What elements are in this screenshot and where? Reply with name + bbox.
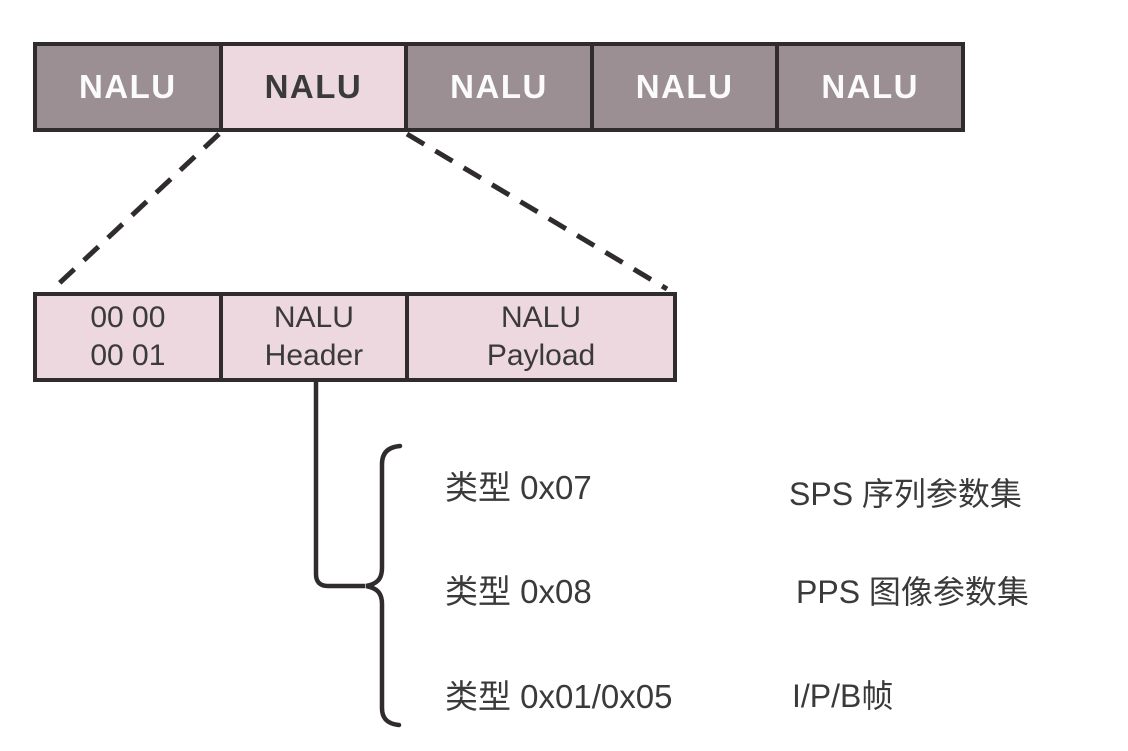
nalu-type-0x08-description: PPS 图像参数集 — [796, 574, 1029, 610]
header-connector-line — [313, 382, 365, 589]
nalu-type-0x08-label: 类型 0x08 — [445, 573, 592, 610]
start-code-line2: 00 01 — [90, 339, 166, 372]
dashed-expansion-line-right — [405, 131, 669, 292]
nalu-header-cell: NALU Header — [223, 296, 410, 378]
nalu-box-3: NALU — [408, 46, 594, 128]
nalu-box-2-highlighted: NALU — [222, 46, 409, 128]
nalu-box-1: NALU — [37, 46, 223, 128]
start-code-cell: 00 00 00 01 — [37, 296, 223, 378]
nalu-type-0x01-0x05-description: I/P/B帧 — [792, 678, 894, 714]
nalu-payload-cell: NALU Payload — [409, 296, 673, 378]
nalu-payload-line2: Payload — [486, 339, 596, 372]
nalu-header-line2: Header — [264, 339, 364, 372]
nalu-payload-line1: NALU — [501, 301, 582, 334]
nalu-detail-row: 00 00 00 01 NALU Header NALU Payload — [33, 292, 677, 382]
nalu-box-4: NALU — [593, 46, 780, 128]
nalu-stream-row: NALU NALU NALU NALU NALU — [33, 42, 965, 132]
dashed-expansion-line-left — [49, 132, 221, 293]
curly-brace — [365, 443, 403, 728]
nalu-box-5: NALU — [779, 46, 961, 128]
nalu-type-0x07-label: 类型 0x07 — [445, 469, 592, 506]
nalu-type-0x07-description: SPS 序列参数集 — [789, 476, 1022, 512]
start-code-line1: 00 00 — [90, 301, 166, 334]
nalu-header-line1: NALU — [273, 301, 354, 334]
nalu-type-0x01-0x05-label: 类型 0x01/0x05 — [445, 678, 673, 715]
